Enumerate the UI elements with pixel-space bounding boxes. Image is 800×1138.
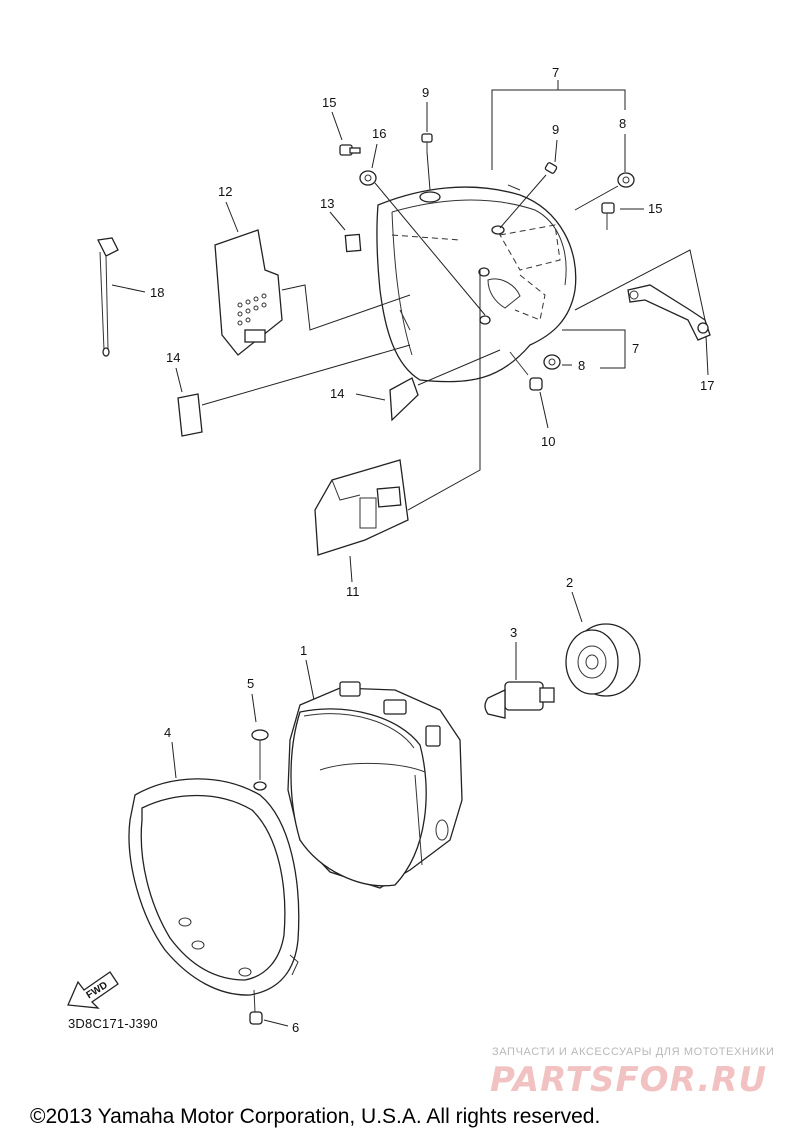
socket-cover-2 (565, 623, 641, 697)
callout-14-right: 14 (330, 386, 344, 401)
callout-1: 1 (300, 643, 307, 658)
callout-14-left: 14 (166, 350, 180, 365)
watermark-tagline: ЗАПЧАСТИ И АКСЕССУАРЫ ДЛЯ МОТОТЕХНИКИ (492, 1046, 775, 1058)
callout-7-top-bracket (491, 80, 626, 170)
callout-15-left: 15 (322, 95, 336, 110)
rim-4 (128, 778, 300, 996)
callout-7-right: 7 (632, 341, 639, 356)
screw-9-left (421, 133, 433, 152)
headlight-unit-1 (287, 681, 463, 889)
label-13 (344, 233, 362, 253)
screw-9-right (544, 162, 558, 174)
label-14-right (389, 377, 419, 422)
callout-6: 6 (292, 1020, 299, 1035)
bolt-15-left (339, 144, 361, 156)
callout-12: 12 (218, 184, 232, 199)
diagram-code: 3D8C171-J390 (68, 1016, 158, 1031)
grommet-8-top (617, 172, 635, 188)
callout-11: 11 (346, 584, 360, 599)
callout-16: 16 (372, 126, 386, 141)
screw-5 (251, 729, 269, 791)
callout-8-top: 8 (619, 116, 626, 131)
washer-16 (359, 170, 377, 186)
label-14-left (177, 393, 203, 437)
callout-2: 2 (566, 575, 573, 590)
callout-5: 5 (247, 676, 254, 691)
callout-18: 18 (150, 285, 164, 300)
copyright-notice: ©2013 Yamaha Motor Corporation, U.S.A. A… (30, 1105, 601, 1128)
label-11 (314, 459, 409, 556)
callout-9-right: 9 (552, 122, 559, 137)
stay-17 (627, 284, 711, 341)
callout-13: 13 (320, 196, 334, 211)
callout-10: 10 (541, 434, 555, 449)
bulb-3 (484, 681, 555, 719)
watermark-brand: PARTSFOR.RU (490, 1060, 768, 1100)
callout-7-top: 7 (552, 65, 559, 80)
callout-8-right: 8 (578, 358, 585, 373)
label-12 (214, 229, 283, 356)
headlight-housing (376, 184, 577, 383)
callout-15-right: 15 (648, 201, 662, 216)
bolt-15-right (601, 202, 615, 230)
callout-3: 3 (510, 625, 517, 640)
callout-4: 4 (164, 725, 171, 740)
callout-9-left: 9 (422, 85, 429, 100)
grommet-8-right (543, 354, 561, 370)
screw-10 (509, 351, 543, 391)
screw-6 (249, 989, 263, 1025)
fwd-arrow-icon: FWD (67, 971, 119, 1009)
callout-17: 17 (700, 378, 714, 393)
cable-tie-18 (97, 237, 119, 357)
